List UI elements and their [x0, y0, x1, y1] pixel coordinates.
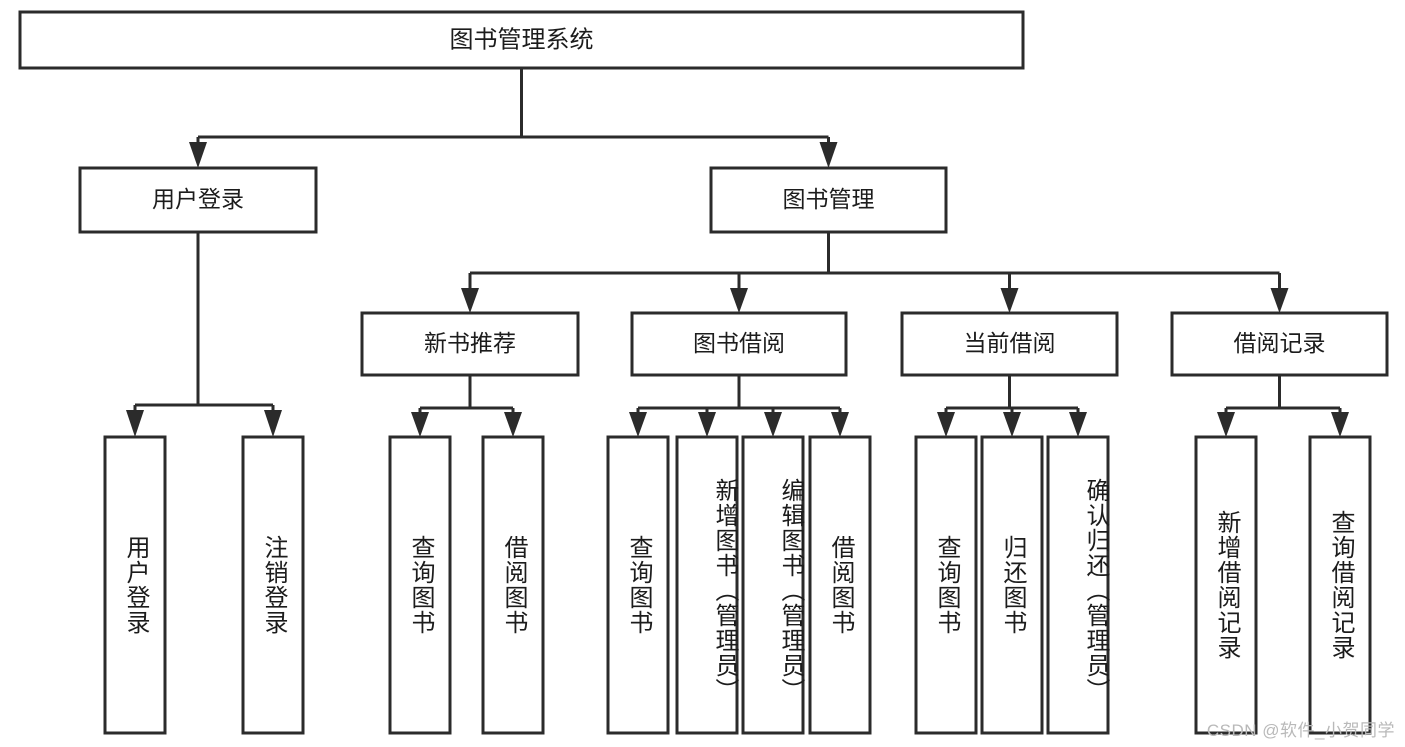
- leaf-query-book-rec-box[interactable]: [388, 435, 452, 735]
- arrow-head-leaf-borrow-book-rec: [504, 412, 522, 437]
- node-new-book-recommend-label: 新书推荐: [424, 330, 516, 356]
- leaf-logout-box[interactable]: [241, 435, 305, 735]
- node-book-management-box[interactable]: [709, 166, 948, 234]
- arrow-head-leaf-confirm-return-admin: [1069, 412, 1087, 437]
- arrow-head-leaf-logout: [264, 410, 282, 437]
- connector-group-root: [189, 68, 838, 168]
- arrow-head-leaf-user-login: [126, 410, 144, 437]
- leaf-confirm-return-admin-box[interactable]: [1046, 435, 1110, 735]
- arrow-head-borrow-record: [1270, 288, 1289, 313]
- arrow-head-leaf-query-borrow-record: [1331, 412, 1349, 437]
- node-borrow-record-box[interactable]: [1170, 311, 1389, 377]
- node-root-box[interactable]: [18, 10, 1025, 70]
- leaf-query-borrow-record-box[interactable]: [1308, 435, 1372, 735]
- connector-group-borrow-record: [1217, 375, 1349, 437]
- csdn-watermark: CSDN @软件_小贺同学: [1206, 721, 1395, 740]
- arrow-head-leaf-edit-book-admin: [764, 412, 782, 437]
- leaf-query-book-borrow-box[interactable]: [606, 435, 670, 735]
- node-borrow-record-label: 借阅记录: [1234, 330, 1326, 356]
- arrow-head-leaf-query-book-borrow: [629, 412, 647, 437]
- leaf-user-login-box[interactable]: [103, 435, 167, 735]
- arrow-head-leaf-query-book-current: [937, 412, 955, 437]
- leaf-edit-book-admin-box[interactable]: [741, 435, 805, 735]
- node-root[interactable]: 图书管理系统: [18, 10, 1025, 70]
- arrow-head-leaf-borrow-book: [831, 412, 849, 437]
- node-book-borrow-label: 图书借阅: [693, 330, 785, 356]
- node-book-management-label: 图书管理: [783, 186, 875, 212]
- node-root-label: 图书管理系统: [450, 26, 594, 53]
- arrow-head-leaf-return-book: [1003, 412, 1021, 437]
- node-book-borrow-box[interactable]: [630, 311, 848, 377]
- node-user-login-box[interactable]: [78, 166, 318, 234]
- arrow-head-current-borrow: [1000, 288, 1019, 313]
- connector-group-new-book-recommend: [411, 375, 522, 437]
- leaf-add-borrow-record-box[interactable]: [1194, 435, 1258, 735]
- node-current-borrow[interactable]: 当前借阅: [900, 311, 1119, 377]
- node-new-book-recommend[interactable]: 新书推荐: [360, 311, 580, 377]
- node-borrow-record[interactable]: 借阅记录: [1170, 311, 1389, 377]
- arrow-head-leaf-add-borrow-record: [1217, 412, 1235, 437]
- leaf-node-boxes: [103, 435, 1372, 735]
- leaf-return-book-box[interactable]: [980, 435, 1044, 735]
- arrow-head-leaf-add-book-admin: [698, 412, 716, 437]
- connector-group-book-borrow: [629, 375, 849, 437]
- arrow-head-book-management: [819, 142, 838, 168]
- arrow-head-user-login: [189, 142, 207, 168]
- arrow-head-new-book-recommend: [461, 288, 479, 313]
- node-book-management[interactable]: 图书管理: [709, 166, 948, 234]
- node-current-borrow-box[interactable]: [900, 311, 1119, 377]
- arrow-head-book-borrow: [730, 288, 748, 313]
- connector-group-user-login: [126, 232, 282, 437]
- leaf-borrow-book-rec-box[interactable]: [481, 435, 545, 735]
- leaf-query-book-current-box[interactable]: [914, 435, 978, 735]
- leaf-borrow-book-box[interactable]: [808, 435, 872, 735]
- node-user-login[interactable]: 用户登录: [78, 166, 318, 234]
- arrow-head-leaf-query-book-rec: [411, 412, 429, 437]
- connector-group-current-borrow: [937, 375, 1087, 437]
- connector-group-book-management: [461, 232, 1289, 313]
- leaf-add-book-admin-box[interactable]: [675, 435, 739, 735]
- node-user-login-label: 用户登录: [152, 186, 244, 212]
- node-current-borrow-label: 当前借阅: [964, 330, 1056, 356]
- node-book-borrow[interactable]: 图书借阅: [630, 311, 848, 377]
- node-new-book-recommend-box[interactable]: [360, 311, 580, 377]
